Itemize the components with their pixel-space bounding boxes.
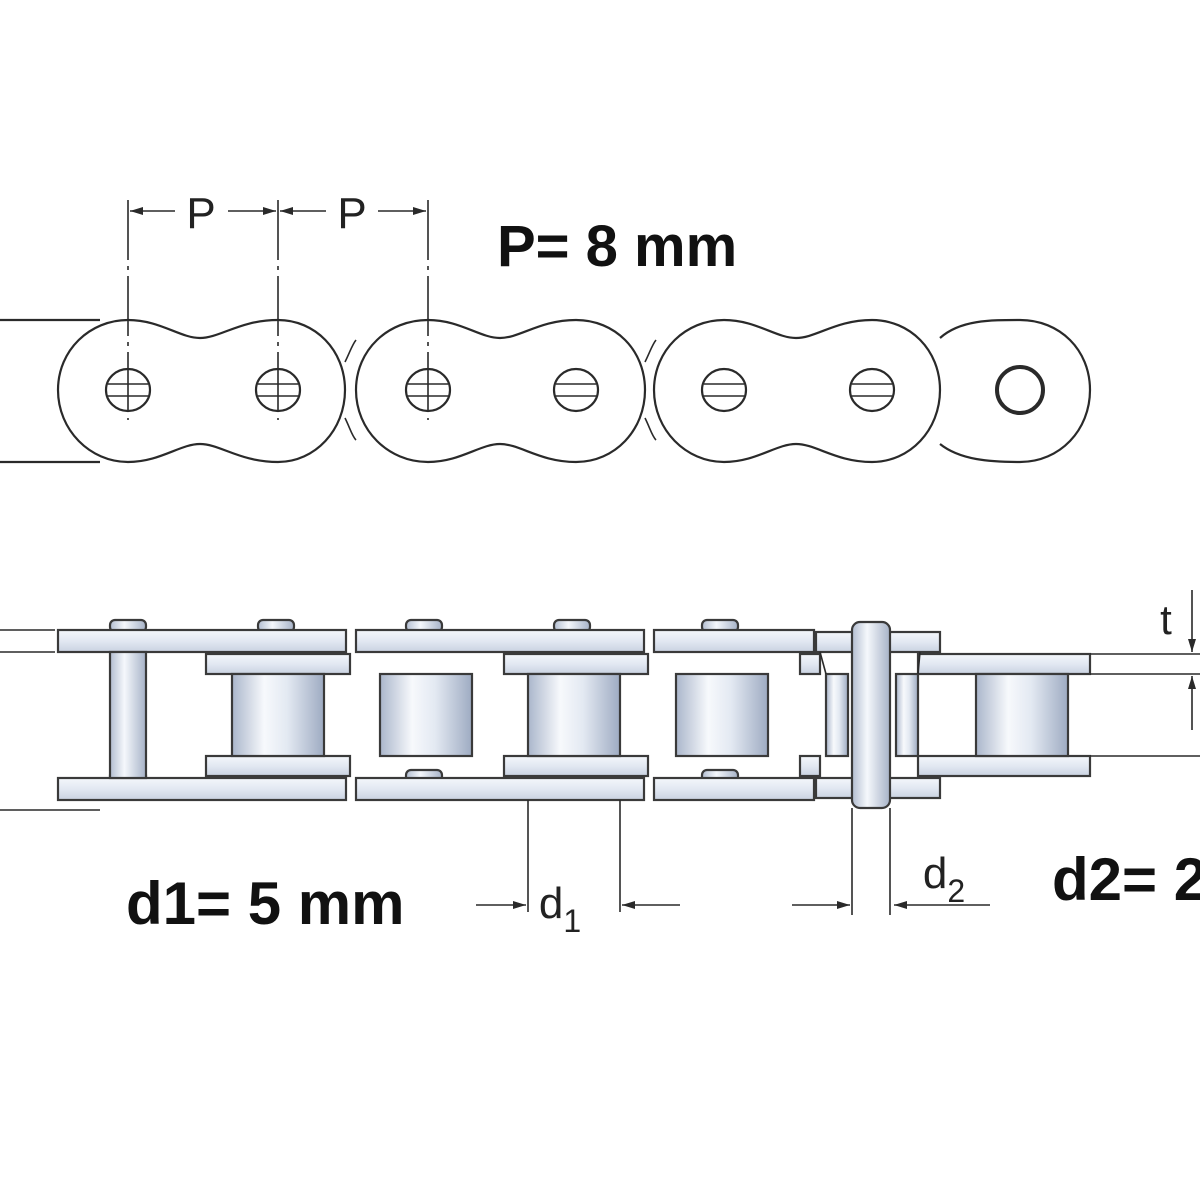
chain-top-view: P P P= 8 mm — [0, 189, 1092, 464]
link-plate-2 — [354, 318, 647, 464]
overlap-curve-3 — [644, 339, 657, 363]
rollers — [230, 672, 1070, 758]
link-plate-3 — [652, 318, 942, 464]
link-plate-4 — [939, 318, 1092, 464]
chain-side-view: t d1 d1= 5 mm d2 d2= 2 — [0, 590, 1200, 939]
pin-hole-5 — [700, 367, 748, 413]
pin-hole-6 — [848, 367, 896, 413]
d2-symbol: d2 — [923, 849, 965, 909]
inner-plates-top — [204, 652, 1092, 676]
outer-plates-bottom — [56, 776, 816, 802]
d1-symbol: d1 — [539, 879, 581, 939]
connecting-link — [814, 620, 942, 810]
pitch-symbol-1: P — [186, 189, 215, 238]
d2-dimension — [792, 808, 990, 915]
pin-hole-open — [995, 365, 1045, 415]
d2-value-label: d2= 2 — [1052, 846, 1200, 913]
pin-hole-4 — [552, 367, 600, 413]
overlap-curve-2 — [344, 417, 357, 441]
pitch-centerlines — [127, 200, 429, 420]
inner-plates-bottom — [204, 754, 1092, 778]
pitch-value-label: P= 8 mm — [497, 214, 737, 279]
t-symbol: t — [1160, 596, 1172, 643]
pitch-symbol-2: P — [337, 189, 366, 238]
link-plate-1 — [56, 318, 347, 464]
d1-value-label: d1= 5 mm — [126, 870, 404, 937]
outer-plates-top — [56, 628, 816, 654]
d1-dimension — [476, 800, 680, 912]
pins — [108, 650, 148, 780]
overlap-curve-1 — [344, 339, 357, 363]
overlap-curve-4 — [644, 417, 657, 441]
